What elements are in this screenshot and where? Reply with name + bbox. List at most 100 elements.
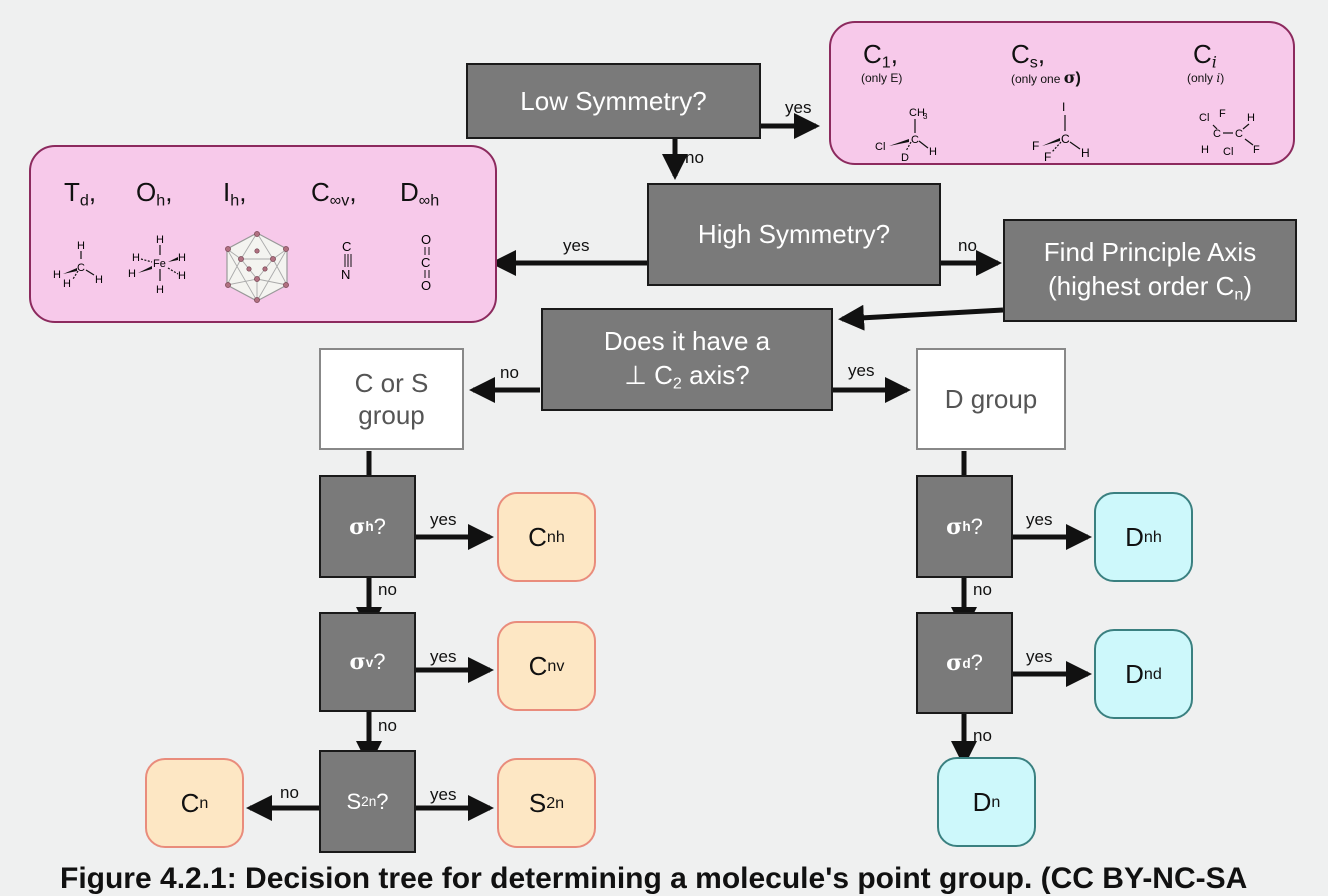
group-suffix: , — [349, 177, 357, 207]
molecule-chclf-dimer: Cl F H C C H Cl F — [1199, 108, 1260, 158]
atom-label: Fe — [153, 258, 166, 270]
principal-axis-close: ) — [1243, 270, 1253, 301]
atom-label: H — [128, 268, 136, 280]
low-symmetry-groups-box: C1, (only E) Cs, (only one σ) Ci (only i… — [829, 21, 1295, 165]
atom-label: H — [95, 274, 103, 286]
note-text: (only one — [1011, 72, 1064, 86]
edge-label-no: no — [280, 783, 299, 802]
group-subscript: i — [1211, 52, 1217, 72]
d-group-node: D group — [916, 348, 1066, 450]
result-symbol: C — [528, 521, 547, 552]
edge-label-yes: yes — [848, 361, 875, 380]
group-subscript: 1 — [881, 53, 891, 72]
group-cinfv: C∞v, — [311, 177, 357, 211]
principal-axis-line2: (highest order Cn) — [1048, 270, 1252, 305]
group-subscript: h — [156, 191, 166, 210]
molecule-co2: O C O — [421, 232, 431, 293]
result-subscript: nh — [1143, 527, 1162, 546]
atom-label: O — [421, 232, 431, 247]
group-symbol: C — [311, 177, 330, 207]
edge-label-no: no — [378, 580, 397, 599]
sigma-subscript: d — [962, 655, 971, 671]
edge-label-no: no — [973, 726, 992, 745]
atom-label: H — [178, 270, 186, 282]
atom-label: H — [178, 252, 186, 264]
d-group-label: D group — [944, 383, 1038, 414]
group-subscript: d — [79, 191, 89, 210]
sigma-symbol: σ — [1063, 68, 1076, 87]
edge-label-no: no — [973, 580, 992, 599]
group-dinfh: D∞h — [400, 177, 439, 211]
atom-label: Cl — [1223, 146, 1233, 158]
atom-label: H — [63, 278, 71, 290]
perp-c2-subscript: 2 — [672, 374, 682, 393]
principal-axis-subscript: n — [1234, 285, 1244, 304]
atom-label: H — [156, 234, 164, 246]
edge-label-yes: yes — [430, 510, 457, 529]
group-symbol: C — [863, 39, 882, 69]
s-symbol: S — [346, 788, 362, 814]
edge-label-no: no — [685, 148, 704, 167]
result-subscript: n — [991, 792, 1001, 811]
sigma-subscript: h — [365, 519, 374, 534]
result-subscript: nh — [546, 527, 565, 546]
group-suffix: , — [165, 177, 173, 207]
atom-label: CH — [909, 107, 925, 119]
low-symmetry-label: Low Symmetry? — [520, 85, 707, 116]
group-c1-note: (only E) — [861, 71, 903, 85]
molecule-chfi: I C F F H — [1032, 100, 1090, 164]
atom-label: F — [1219, 108, 1226, 120]
molecule-methane: H C H H H — [53, 240, 103, 290]
edge-label-yes: yes — [430, 647, 457, 666]
group-suffix: , — [88, 177, 97, 207]
group-symbol: T — [64, 177, 80, 207]
group-cs: Cs, — [1011, 39, 1045, 73]
molecule-feh6: H Fe H H H H H — [128, 234, 186, 296]
group-subscript: ∞v — [329, 191, 350, 210]
group-oh: Oh, — [136, 177, 172, 211]
perp-c2-end: axis? — [681, 359, 750, 390]
atom-label: C — [911, 134, 919, 146]
inversion-symbol: i — [1216, 71, 1221, 85]
edge-label-no: no — [378, 716, 397, 735]
molecule-chcld: CH 3 C Cl D H — [875, 107, 937, 163]
atom-label: H — [1081, 146, 1090, 160]
perpendicular-c2-node: Does it have a ⊥ C2 axis? — [541, 308, 833, 411]
result-subscript: 2n — [546, 793, 565, 812]
atom-label: C — [421, 255, 430, 270]
sigma-symbol: σ — [349, 649, 366, 675]
atom-label: H — [53, 269, 61, 281]
perp-c2-line1: Does it have a — [603, 325, 771, 356]
atom-label: H — [77, 240, 85, 252]
c-or-s-line2: group — [358, 400, 425, 430]
sigma-subscript: v — [365, 654, 374, 670]
perp-c2-text: ⊥ C — [624, 359, 673, 390]
atom-label: F — [1044, 150, 1051, 164]
principal-axis-node: Find Principle Axis (highest order Cn) — [1003, 219, 1297, 322]
group-ci: Ci — [1193, 39, 1217, 72]
question-mark: ? — [970, 650, 983, 675]
edge-label-yes: yes — [1026, 647, 1053, 666]
atom-label: H — [1247, 112, 1255, 124]
sigma-symbol: σ — [349, 513, 366, 540]
icosahedron-image — [225, 231, 289, 303]
high-symmetry-groups-box: Td, Oh, Ih, C∞v, D∞h H C H H H H Fe H H … — [29, 145, 497, 323]
result-symbol: S — [528, 787, 547, 818]
note-end: ) — [1075, 70, 1081, 87]
atom-label: O — [421, 278, 431, 293]
note-end: ) — [1220, 71, 1225, 85]
group-td: Td, — [64, 177, 96, 211]
atom-label: H — [156, 284, 164, 296]
atom-label: H — [929, 146, 937, 158]
atom-label: C — [77, 262, 85, 274]
